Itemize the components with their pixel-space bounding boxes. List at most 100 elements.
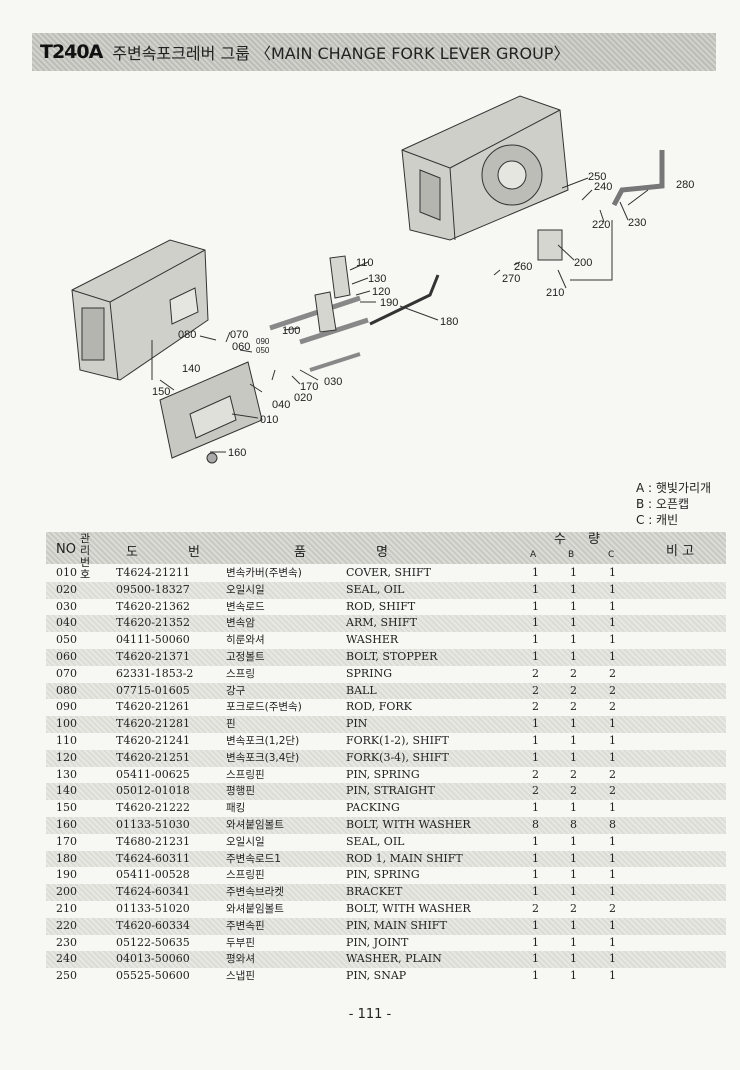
callout-060: 060	[232, 341, 250, 353]
qty-a: 1	[532, 885, 539, 899]
qty-a: 1	[532, 868, 539, 882]
part-name-korean: 오일시일	[226, 835, 265, 848]
part-name-english: ROD, SHIFT	[346, 599, 416, 613]
qty-b: 1	[570, 616, 577, 630]
part-number: 09500-18327	[116, 582, 190, 596]
part-name-english: FORK(3-4), SHIFT	[346, 750, 449, 764]
callout-180: 180	[440, 316, 458, 328]
legend: A : 햇빛가리개 B : 오픈캡 C : 캐빈	[636, 480, 736, 528]
part-name-korean: 평와셔	[226, 953, 255, 966]
part-number: T4680-21231	[116, 834, 191, 848]
part-no: 140	[56, 784, 77, 798]
header-qty-c: C	[608, 550, 615, 560]
part-no: 120	[56, 750, 77, 764]
part-name-korean: 오일시일	[226, 583, 265, 596]
qty-b: 2	[570, 901, 577, 915]
legend-item-a: A : 햇빛가리개	[636, 481, 712, 495]
qty-b: 2	[570, 700, 577, 714]
qty-a: 1	[532, 616, 539, 630]
qty-c: 1	[609, 885, 616, 899]
part-name-english: SEAL, OIL	[346, 582, 405, 596]
part-name-korean: 강구	[226, 684, 246, 697]
part-no: 250	[56, 969, 77, 983]
qty-c: 2	[609, 666, 616, 680]
page-number: - 111 -	[348, 1007, 392, 1022]
shift-lever	[611, 150, 665, 207]
qty-b: 1	[570, 868, 577, 882]
callout-200: 200	[574, 257, 592, 269]
header-remarks: 비 고	[666, 544, 695, 559]
part-number: T4620-21281	[116, 717, 191, 731]
table-header: NO 관리번호 도 번 품 명 수 량 A B C 비 고	[46, 532, 726, 581]
part-no: 050	[56, 633, 77, 647]
callout-130: 130	[368, 273, 386, 285]
part-name-korean: 주변속로드1	[226, 852, 281, 865]
part-name-english: WASHER, PLAIN	[346, 952, 442, 966]
qty-a: 8	[532, 817, 539, 831]
qty-b: 1	[570, 918, 577, 932]
part-number: 01133-51030	[116, 817, 190, 831]
part-number: T4624-21211	[116, 566, 191, 579]
part-no: 240	[56, 952, 77, 966]
qty-c: 1	[609, 801, 616, 815]
part-name-korean: 핀	[226, 718, 236, 731]
part-no: 200	[56, 885, 77, 899]
qty-b: 2	[570, 666, 577, 680]
part-name-korean: 와셔붙임볼트	[226, 902, 284, 915]
header-banner: T240A 주변속포크레버 그룹 〈MAIN CHANGE FORK LEVER…	[32, 33, 716, 71]
part-number: 01133-51020	[116, 901, 190, 915]
qty-b: 1	[570, 834, 577, 848]
header-pum: 품	[294, 545, 306, 560]
callout-140: 140	[182, 363, 200, 375]
qty-a: 1	[532, 851, 539, 865]
part-name-english: PIN	[346, 717, 368, 731]
part-no: 220	[56, 918, 77, 932]
qty-b: 1	[570, 969, 577, 983]
part-name-english: PIN, MAIN SHIFT	[346, 918, 447, 932]
qty-a: 2	[532, 666, 539, 680]
callout-250: 250	[588, 171, 606, 183]
qty-c: 1	[609, 918, 616, 932]
part-name-english: PIN, SNAP	[346, 969, 407, 983]
qty-b: 1	[570, 952, 577, 966]
part-no: 070	[56, 666, 77, 680]
qty-b: 1	[570, 582, 577, 596]
part-number: 62331-1853-2	[116, 666, 194, 680]
callout-160: 160	[228, 447, 246, 459]
part-no: 190	[56, 868, 77, 882]
part-no: 040	[56, 616, 77, 630]
part-name-korean: 변속로드	[226, 600, 265, 613]
part-name-english: PIN, SPRING	[346, 767, 420, 781]
qty-a: 2	[532, 767, 539, 781]
qty-c: 2	[609, 700, 616, 714]
qty-c: 1	[609, 868, 616, 882]
part-number: 04013-50060	[116, 952, 190, 966]
part-no: 030	[56, 599, 77, 613]
qty-c: 1	[609, 952, 616, 966]
part-name-korean: 스냅핀	[226, 970, 255, 983]
transmission-housing-left	[71, 239, 209, 381]
qty-b: 1	[570, 649, 577, 663]
callout-120: 120	[372, 286, 390, 298]
qty-c: 2	[609, 784, 616, 798]
part-no: 130	[56, 767, 77, 781]
callout-190: 190	[380, 297, 398, 309]
part-no: 150	[56, 801, 77, 815]
callout-010: 010	[260, 414, 278, 426]
qty-b: 1	[570, 851, 577, 865]
header-management-no: 관리번호	[80, 532, 91, 581]
legend-item-c: C : 캐빈	[636, 513, 679, 527]
qty-c: 2	[609, 767, 616, 781]
part-name-english: SPRING	[346, 666, 392, 680]
qty-b: 2	[570, 683, 577, 697]
qty-a: 1	[532, 717, 539, 731]
qty-a: 1	[532, 733, 539, 747]
part-number: T4620-21222	[116, 801, 191, 815]
